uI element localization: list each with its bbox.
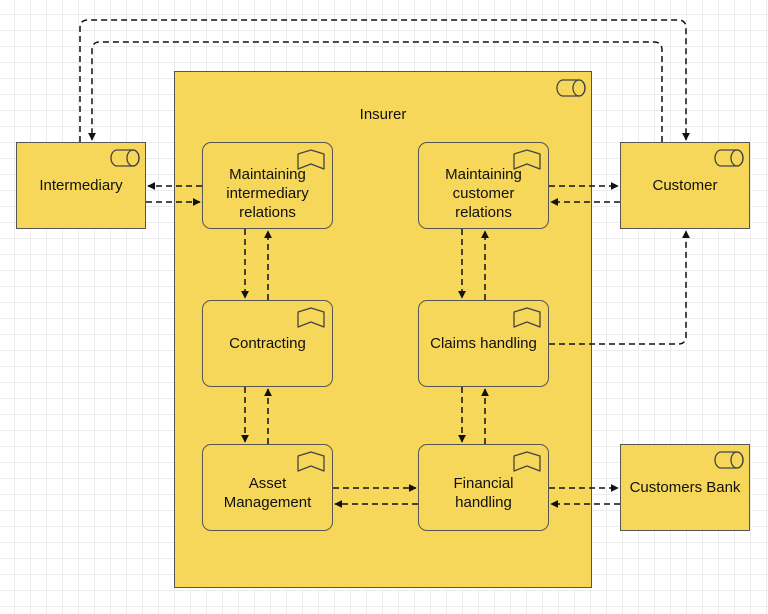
customer-node[interactable]: Customer bbox=[620, 142, 750, 229]
role-icon bbox=[714, 149, 744, 167]
function-icon bbox=[297, 149, 325, 170]
edge-customer-to-intermediary[interactable] bbox=[88, 41, 663, 142]
function-icon bbox=[297, 307, 325, 328]
asset-management-label: Asset Management bbox=[223, 474, 312, 511]
intermediary-node[interactable]: Intermediary bbox=[16, 142, 146, 229]
financial-handling-node[interactable]: Financial handling bbox=[418, 444, 549, 531]
contracting-label: Contracting bbox=[229, 335, 306, 352]
function-icon bbox=[513, 149, 541, 170]
maintaining-customer-relations-label: Maintaining customer relations bbox=[445, 166, 522, 221]
maintaining-intermediary-relations-node[interactable]: Maintaining intermediary relations bbox=[202, 142, 333, 229]
role-icon bbox=[110, 149, 140, 167]
function-icon bbox=[297, 451, 325, 472]
role-icon bbox=[556, 79, 586, 97]
customers-bank-node[interactable]: Customers Bank bbox=[620, 444, 750, 531]
edge-intermediary-to-customer[interactable] bbox=[79, 19, 690, 142]
maintaining-customer-relations-node[interactable]: Maintaining customer relations bbox=[418, 142, 549, 229]
function-icon bbox=[513, 307, 541, 328]
customer-label: Customer bbox=[652, 177, 718, 194]
insurer-label: Insurer bbox=[359, 106, 407, 123]
maintaining-intermediary-relations-label: Maintaining intermediary relations bbox=[226, 166, 309, 221]
contracting-node[interactable]: Contracting bbox=[202, 300, 333, 387]
intermediary-label: Intermediary bbox=[39, 177, 123, 194]
role-icon bbox=[714, 451, 744, 469]
asset-management-node[interactable]: Asset Management bbox=[202, 444, 333, 531]
customers-bank-label: Customers Bank bbox=[629, 479, 741, 496]
function-icon bbox=[513, 451, 541, 472]
financial-handling-label: Financial handling bbox=[453, 474, 514, 511]
claims-handling-node[interactable]: Claims handling bbox=[418, 300, 549, 387]
claims-handling-label: Claims handling bbox=[430, 335, 537, 352]
edge-claims-to-customer[interactable] bbox=[549, 230, 690, 345]
